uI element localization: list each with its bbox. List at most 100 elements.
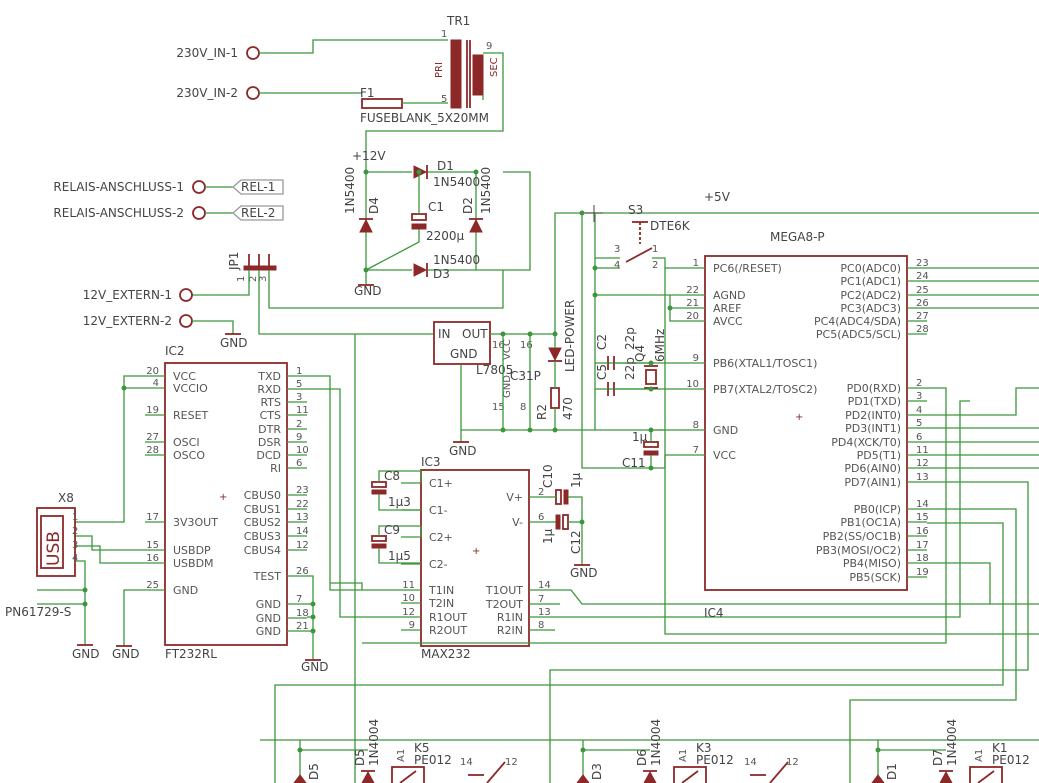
relay-row: D5 D3 D1 D5 1N4004 D6 1N4004 D7 1N4004 A… [260,334,1039,783]
pin-label: PD2(INT0) [845,409,901,422]
pin-number: 14 [916,499,929,510]
pin-number: 5 [916,418,922,429]
d1-val: 1N5400 [433,175,480,189]
pin-number: 1 [693,258,699,269]
pin-number: 14 [296,526,309,537]
pin-label: C1+ [429,477,453,490]
input-230v-2-label: 230V_IN-2 [176,86,238,100]
ic2-body [164,362,288,646]
pin-number: 16 [916,526,929,537]
pin-label: VCCIO [173,382,208,395]
pin-number: 18 [296,608,309,619]
pin-label: AGND [713,289,746,302]
s3-part: DTE6K [650,219,691,233]
c2-ref: C2 [595,334,609,350]
tag-rel-2 [232,205,284,221]
pin-number: 26 [916,298,929,309]
pin-number: 15 [146,540,159,551]
tr1-pin1: 1 [441,29,447,40]
reg-out: OUT [462,327,488,341]
partial-d3: D3 [590,763,604,780]
pin-label: CBUS2 [244,516,281,529]
pin-label: 3V3OUT [173,516,218,529]
pin-label: PB5(SCK) [849,571,901,584]
pin-label: DSR [258,436,281,449]
relay-1-d: D6 [635,749,649,766]
pin-label: T1IN [428,584,454,597]
pin-label: DCD [256,449,281,462]
pin-label: VCC [713,449,736,462]
svg-text:A1: A1 [974,749,985,762]
pin-number: 25 [146,580,159,591]
mega8-name: MEGA8-P [770,230,825,244]
pin-number: 20 [146,366,159,377]
relay-2-d: D7 [931,749,945,766]
pin-label: CBUS1 [244,503,281,516]
pin-number: 10 [686,379,699,390]
pin-label: PC5(ADC5/SCL) [816,328,901,341]
pin-label: T2IN [428,597,454,610]
pin-label: RXD [257,383,281,396]
pin-label: TEST [253,570,282,583]
terminal-relais-1[interactable] [192,180,206,194]
pin-label: AREF [713,302,741,315]
pin-label: PB3(MOSI/OC2) [816,544,901,557]
svg-text:4: 4 [614,260,620,271]
pin-number: 8 [693,420,699,431]
c10-ref: C10 [541,464,555,488]
pin-number: 11 [916,445,929,456]
pin-label: PB6(XTAL1/TOSC1) [713,357,817,370]
c1-ref: C1 [428,200,444,214]
regulator-l7805: IN OUT GND L7805 GND 16 16 15 8 VCC GND … [433,300,665,458]
s3-ref: S3 [628,203,643,217]
r2-ref: R2 [535,404,549,420]
relay-2-part: PE012 [992,753,1030,767]
pin-number: 14 [538,580,551,591]
partial-d1: D1 [885,763,899,780]
reg-name: L7805 [476,363,513,377]
pin-number: 17 [146,512,159,523]
pin-label: PD7(AIN1) [844,476,901,489]
ext-12v-2-label: 12V_EXTERN-2 [83,314,172,328]
svg-text:2: 2 [72,526,78,537]
svg-text:15: 15 [492,402,505,413]
svg-text:3: 3 [72,540,78,551]
svg-text:1: 1 [236,276,247,282]
pin-number: 24 [916,271,929,282]
c5-val: 22p [623,327,637,350]
pin-label: PD0(RXD) [847,382,901,395]
pin-number: 12 [916,458,929,469]
wire-sec-a [365,52,504,172]
svg-text:1: 1 [72,512,78,523]
svg-text:3: 3 [614,244,620,255]
svg-text:GND: GND [502,375,513,398]
usb-x8: X8 [58,491,74,505]
q4-ref: Q4 [633,345,647,362]
mega8-body [704,255,908,591]
terminal-relais-2[interactable] [192,206,206,220]
pin-label: GND [256,612,281,625]
pin-label: PC4(ADC4/SDA) [814,315,901,328]
d4-ref: D4 [367,197,381,214]
svg-text:16: 16 [520,340,533,351]
pin-number: 7 [693,445,699,456]
pin-label: C2+ [429,531,453,544]
ext-12v-1-label: 12V_EXTERN-1 [83,288,172,302]
gnd-rect-label: GND [354,284,382,298]
pin-label: RI [270,462,281,475]
terminal-ext-1[interactable] [179,288,193,302]
terminal-230v-1[interactable] [246,46,260,60]
plus12v-label: +12V [352,149,386,163]
pin-label: GND [173,584,198,597]
terminal-ext-2[interactable] [179,314,193,328]
pin-number: 11 [402,580,415,591]
pin-label: TXD [257,370,281,383]
relay-2-k: K1 [992,741,1008,755]
terminal-230v-2[interactable] [246,86,260,100]
usb-connector-x8: X8 USB 1 2 3 4 PN61729-S GND [5,491,100,661]
svg-text:VCC: VCC [502,339,513,360]
